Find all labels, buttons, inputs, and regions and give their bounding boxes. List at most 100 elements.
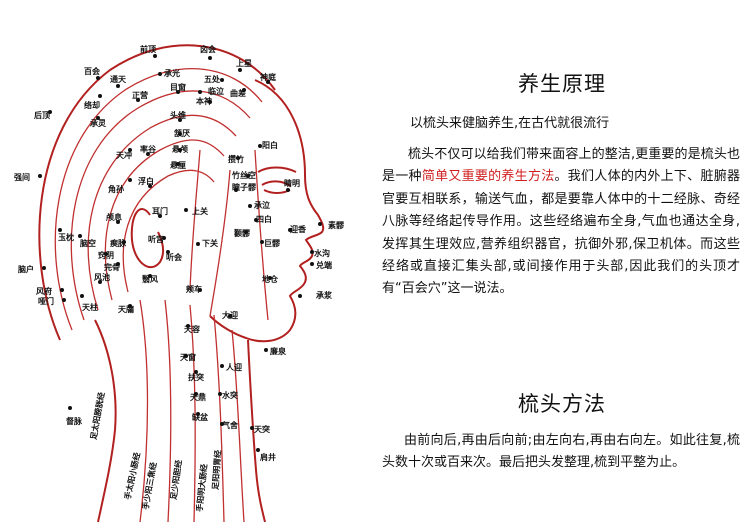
acupoint-labels: 前顶 囟会 百会 承光 上星 五处 神庭 通天 目窗 曲差 络却 正营 本神 临…: [14, 44, 345, 462]
skull-arc-4: [87, 114, 237, 311]
svg-text:角孙: 角孙: [108, 184, 124, 194]
svg-text:颧髎: 颧髎: [233, 228, 251, 238]
svg-text:目窗: 目窗: [170, 82, 186, 92]
svg-text:天牖: 天牖: [118, 304, 134, 314]
svg-text:天容: 天容: [184, 324, 200, 334]
svg-text:听会: 听会: [166, 252, 182, 262]
point-tinggong: 听宫: [148, 234, 166, 244]
svg-text:曲差: 曲差: [230, 88, 246, 98]
svg-text:完骨: 完骨: [104, 262, 120, 272]
point-chimai: 瘈脉: [110, 238, 127, 248]
point-tianzhu: 天柱: [80, 294, 98, 312]
point-xiaguan: 下关: [196, 238, 218, 248]
section1-lead: 以梳头来健脑养生,在古代就很流行: [410, 116, 610, 131]
svg-text:攒竹: 攒竹: [228, 154, 244, 164]
meridian-zuyangming: 足阳明胃经: [210, 450, 223, 491]
svg-text:廉泉: 廉泉: [270, 346, 287, 356]
point-yangbai: 阳白: [258, 140, 278, 150]
point-sibai: 四白: [254, 214, 272, 224]
svg-text:头维: 头维: [170, 110, 186, 120]
skull-arc-6: [122, 169, 215, 293]
point-fengchi: 风池: [94, 272, 110, 284]
svg-text:前顶: 前顶: [140, 44, 156, 54]
point-shuaigu: 率谷: [140, 144, 157, 156]
neck-meridian-4: [213, 314, 225, 523]
section2-paragraph: 由前向后,再由后向前;由左向右,再由右向左。如此往复,梳头数十次或百来次。最后把…: [382, 433, 740, 471]
svg-text:扶突: 扶突: [188, 372, 204, 382]
point-shangguan: 上关: [184, 206, 208, 216]
svg-text:玉枕: 玉枕: [58, 232, 74, 242]
point-juliao: 巨髎: [260, 238, 281, 248]
neck-meridian-3: [189, 304, 196, 523]
svg-text:竹丝空: 竹丝空: [231, 170, 256, 180]
point-chengqi: 承泣: [248, 200, 270, 210]
svg-text:水突: 水突: [221, 390, 238, 400]
point-naokong: 脑空: [78, 234, 96, 248]
svg-text:天突: 天突: [254, 424, 270, 434]
point-fuchi: 浮白: [138, 176, 154, 188]
point-ermen: 耳门: [152, 206, 168, 218]
point-jiache: 颊车: [186, 284, 202, 294]
svg-text:后顶: 后顶: [34, 110, 50, 120]
point-duzhong: 督脉: [66, 406, 83, 426]
point-zanzhu: 攒竹: [228, 154, 244, 164]
point-fengfu: 风府: [36, 286, 64, 296]
svg-text:水沟: 水沟: [313, 248, 330, 258]
meridian-shoushaoyang: 手少阳三焦经: [140, 461, 158, 510]
point-linqi: 临泣: [198, 86, 224, 96]
svg-text:缺盆: 缺盆: [191, 412, 209, 422]
meridian-zutaiyang: 足太阳膀胱经: [88, 391, 106, 440]
point-tianrong: 天容: [184, 324, 200, 334]
svg-text:颔厌: 颔厌: [173, 128, 190, 138]
point-yamen: 哑门: [38, 296, 66, 306]
face-meridian-2: [209, 169, 231, 317]
svg-text:临泣: 临泣: [208, 86, 224, 96]
point-yifeng: 翳风: [142, 274, 158, 284]
svg-text:窍阴: 窍阴: [98, 250, 114, 260]
point-wangu: 完骨: [104, 262, 120, 272]
face-meridian-3: [189, 149, 201, 291]
svg-text:睛明: 睛明: [284, 178, 300, 188]
point-tianchuang: 天窗: [180, 352, 196, 362]
svg-text:风池: 风池: [94, 272, 110, 282]
acupoint-head-diagram: 前顶 囟会 百会 承光 上星 五处 神庭 通天 目窗 曲差 络却 正营 本神 临…: [14, 44, 345, 523]
neck-meridian-1: [139, 299, 149, 523]
svg-text:神庭: 神庭: [260, 72, 277, 82]
ear-outline: [130, 208, 165, 269]
point-xuanlu: 悬颅: [171, 144, 188, 154]
point-tinghui: 听会: [166, 250, 182, 262]
svg-text:承灵: 承灵: [90, 119, 107, 128]
svg-text:浮白: 浮白: [138, 176, 154, 186]
meridian-labels: 足太阳膀胱经 手太阳小肠经 手少阳三焦经 足少阳胆经 手阳明大肠经 足阳明胃经: [88, 391, 223, 512]
svg-text:气舍: 气舍: [221, 420, 239, 430]
svg-text:肩井: 肩井: [260, 452, 276, 462]
point-xuanli: 悬厘: [169, 160, 186, 170]
point-houding: 后顶: [34, 110, 52, 120]
svg-text:地仓: 地仓: [262, 274, 279, 284]
svg-text:瘈脉: 瘈脉: [110, 238, 127, 248]
point-daying: 大迎: [222, 310, 238, 320]
point-tianchong: 天冲: [116, 148, 132, 160]
point-benshen: 本神: [195, 96, 212, 106]
svg-text:率谷: 率谷: [140, 144, 157, 154]
point-shenting: 神庭: [260, 72, 277, 84]
point-jianjing: 肩井: [256, 448, 276, 462]
para-highlight: 简单又重要的养生方法: [421, 169, 555, 185]
point-chengling: 承灵: [90, 116, 107, 128]
svg-text:络却: 络却: [84, 100, 100, 110]
svg-text:下关: 下关: [202, 238, 218, 248]
point-chengjiang: 承浆: [298, 290, 333, 300]
section2-title: 梳头方法: [518, 392, 606, 416]
svg-text:囟会: 囟会: [200, 44, 216, 54]
skull-arc-5: [104, 139, 225, 301]
point-tiantu: 天突: [250, 424, 270, 434]
point-quepen: 缺盆: [191, 412, 209, 422]
point-tianding: 天鼎: [190, 392, 206, 402]
text-panel: 养生原理 以梳头来健脑养生,在古代就很流行 梳头不仅可以给我们带来面容上的整洁,…: [378, 0, 747, 522]
point-jingming: 睛明: [284, 178, 300, 192]
svg-text:风府: 风府: [36, 286, 52, 296]
svg-text:天冲: 天冲: [116, 150, 132, 160]
neck-meridian-2: [164, 299, 172, 523]
head-meridian-svg: 前顶 囟会 百会 承光 上星 五处 神庭 通天 目窗 曲差 络却 正营 本神 临…: [14, 44, 345, 523]
point-sizhukong: 竹丝空: [231, 170, 256, 180]
